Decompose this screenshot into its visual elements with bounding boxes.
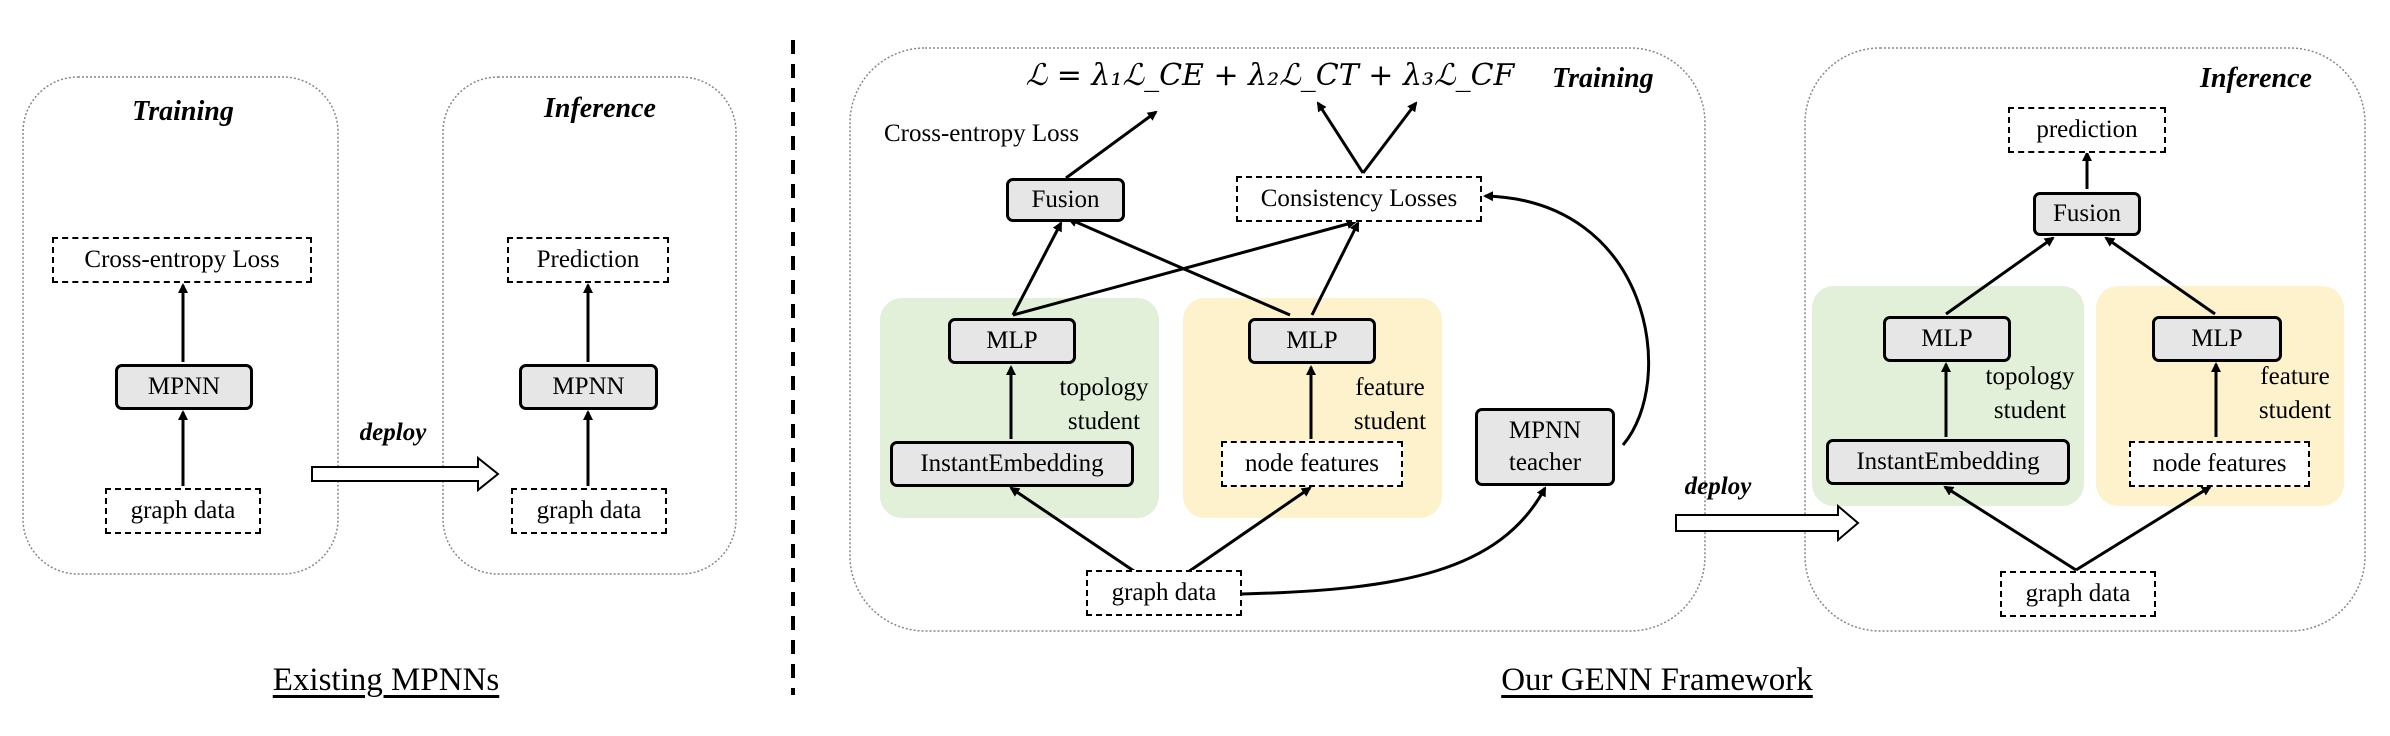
training-fusion-box: Fusion bbox=[1006, 178, 1125, 222]
inference-graph-data-box: graph data bbox=[2000, 571, 2156, 617]
right-training-panel bbox=[849, 47, 1706, 632]
left-deploy-label: deploy bbox=[359, 419, 427, 446]
right-training-title: Training bbox=[1552, 63, 1654, 94]
left-caption: Existing MPNNs bbox=[272, 662, 500, 698]
mpnn-teacher-box: MPNN teacher bbox=[1475, 408, 1615, 486]
training-mlp-topology-box: MLP bbox=[948, 318, 1076, 364]
deploy-arrow-right bbox=[1675, 503, 1860, 543]
consistency-losses-box: Consistency Losses bbox=[1236, 176, 1482, 222]
inference-topology-student-label: topology student bbox=[1985, 363, 2075, 424]
training-instant-embedding-box: InstantEmbedding bbox=[890, 441, 1134, 487]
training-mlp-feature-box: MLP bbox=[1248, 318, 1376, 364]
left-training-title: Training bbox=[132, 96, 234, 127]
inference-feature-student-label: feature student bbox=[2258, 363, 2332, 424]
right-deploy-label: deploy bbox=[1684, 473, 1752, 500]
right-inference-title: Inference bbox=[2200, 63, 2312, 94]
training-graph-data-box: graph data bbox=[1086, 570, 1242, 616]
inference-node-features-box: node features bbox=[2129, 441, 2310, 487]
deploy-arrow-left bbox=[311, 455, 500, 493]
left-inference-title: Inference bbox=[544, 93, 656, 124]
inference-mlp-feature-box: MLP bbox=[2152, 316, 2282, 362]
left-inference-graph-data-box: graph data bbox=[511, 488, 667, 534]
left-mpnn-box: MPNN bbox=[115, 364, 253, 410]
cross-entropy-label: Cross-entropy Loss bbox=[884, 120, 1080, 147]
left-loss-box: Cross-entropy Loss bbox=[52, 237, 312, 283]
inference-prediction-box: prediction bbox=[2008, 107, 2166, 153]
inference-fusion-box: Fusion bbox=[2033, 192, 2141, 236]
left-training-panel bbox=[22, 76, 339, 575]
loss-formula-text: ℒ = λ₁ℒ_CE + λ₂ℒ_CT + λ₃ℒ_CF bbox=[1025, 58, 1515, 93]
training-topology-student-label: topology student bbox=[1059, 374, 1149, 435]
training-node-features-box: node features bbox=[1221, 441, 1403, 487]
left-inference-mpnn-box: MPNN bbox=[519, 364, 658, 410]
inference-instant-embedding-box: InstantEmbedding bbox=[1826, 439, 2070, 485]
right-inference-panel bbox=[1804, 47, 2366, 632]
training-feature-student-label: feature student bbox=[1353, 374, 1427, 435]
right-caption: Our GENN Framework bbox=[1501, 662, 1813, 698]
inference-mlp-topology-box: MLP bbox=[1883, 316, 2011, 362]
left-prediction-box: Prediction bbox=[507, 237, 669, 283]
left-graph-data-box: graph data bbox=[105, 488, 261, 534]
loss-formula: ℒ = λ₁ℒ_CE + λ₂ℒ_CT + λ₃ℒ_CF bbox=[1026, 58, 1515, 93]
left-inference-panel bbox=[442, 76, 737, 575]
